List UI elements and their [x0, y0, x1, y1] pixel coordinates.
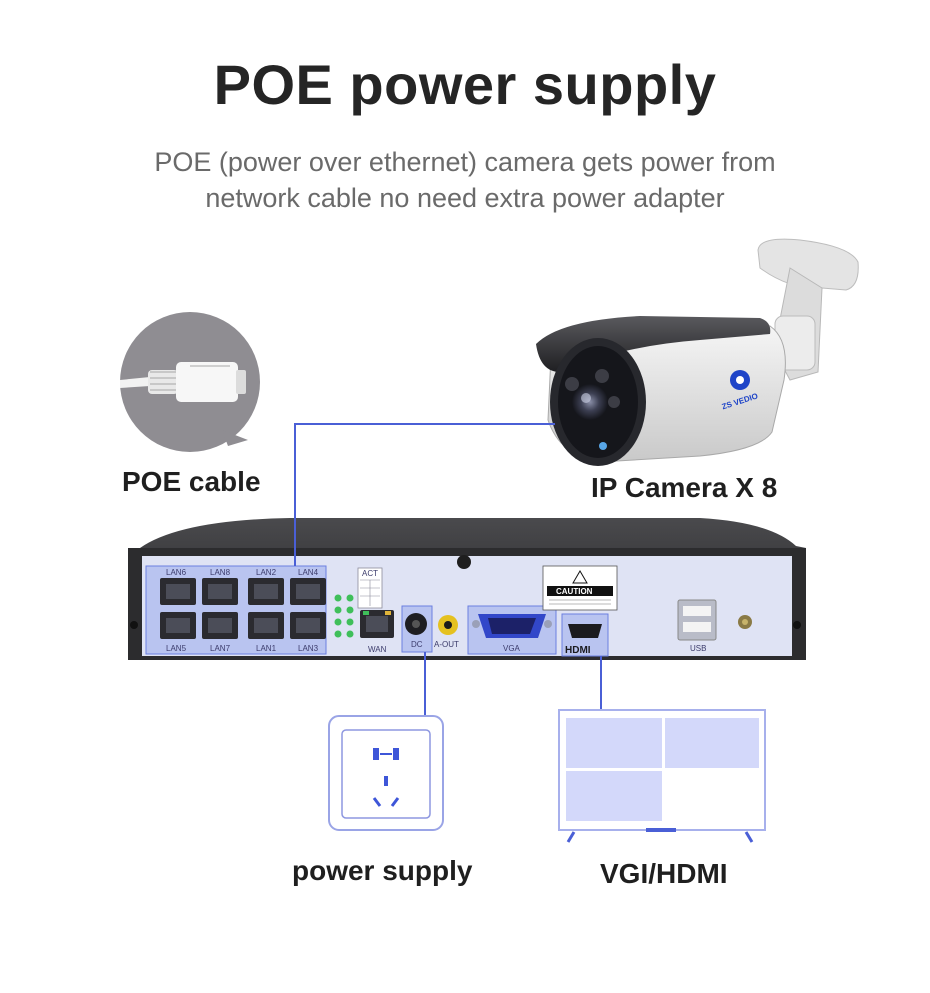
poe-cable-icon [120, 312, 260, 452]
caution-label: CAUTION [556, 587, 593, 596]
port-label-lan6: LAN6 [166, 568, 187, 577]
port-label-lan7: LAN7 [210, 644, 231, 653]
nvr-recorder [128, 518, 806, 660]
port-label-lan4: LAN4 [298, 568, 319, 577]
port-label-lan8: LAN8 [210, 568, 231, 577]
display-monitor-icon [558, 709, 766, 843]
ip-camera-image [536, 238, 859, 466]
port-label-wan: WAN [368, 645, 387, 654]
port-label-lan3: LAN3 [298, 644, 319, 653]
subtitle-line-1: POE (power over ethernet) camera gets po… [154, 147, 776, 177]
port-label-dc: DC [411, 640, 423, 649]
port-label-act: ACT [362, 569, 378, 578]
connector-lines [294, 423, 602, 716]
poe-connector-line [294, 423, 555, 566]
power-supply-label: power supply [292, 855, 473, 886]
ip-camera-label: IP Camera X 8 [591, 472, 778, 503]
display-output-label: VGI/HDMI [600, 858, 728, 889]
port-label-lan5: LAN5 [166, 644, 187, 653]
port-label-lan2: LAN2 [256, 568, 277, 577]
port-label-vga: VGA [503, 644, 521, 653]
power-outlet-icon [328, 715, 444, 831]
port-label-usb: USB [690, 644, 706, 653]
port-label-lan1: LAN1 [256, 644, 277, 653]
port-label-hdmi: HDMI [565, 645, 591, 656]
port-label-aout: A-OUT [434, 640, 459, 649]
poe-cable-label: POE cable [122, 466, 261, 497]
subtitle-line-2: network cable no need extra power adapte… [205, 183, 725, 213]
page-subtitle: POE (power over ethernet) camera gets po… [0, 144, 930, 216]
page-title: POE power supply [213, 53, 717, 116]
